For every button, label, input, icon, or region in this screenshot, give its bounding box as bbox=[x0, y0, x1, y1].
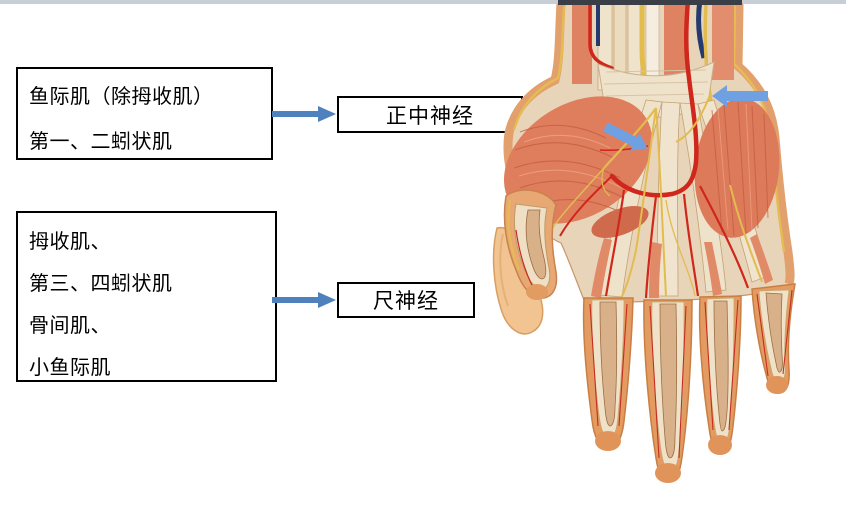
image-top-edge bbox=[558, 0, 742, 5]
muscle-label: 第一、二蚓状肌 bbox=[29, 131, 173, 153]
muscle-label: 鱼际肌（除拇收肌） bbox=[29, 86, 214, 108]
nerve-label: 正中神经 bbox=[386, 104, 474, 128]
window-top-bar bbox=[0, 0, 846, 4]
thumb bbox=[503, 189, 558, 300]
little-finger bbox=[751, 283, 796, 394]
index-finger bbox=[582, 297, 634, 451]
muscle-group-box-median: 鱼际肌（除拇收肌） 第一、二蚓状肌 bbox=[16, 67, 273, 160]
ulnar-pointer-arrow-icon bbox=[712, 85, 768, 107]
nerve-box-median: 正中神经 bbox=[337, 96, 523, 133]
middle-finger bbox=[643, 299, 693, 483]
ulnar-nerve-branches bbox=[675, 94, 763, 283]
muscle-label: 骨间肌、 bbox=[29, 315, 111, 337]
median-pointer-arrow-icon bbox=[603, 122, 648, 151]
ring-finger bbox=[698, 295, 742, 455]
ulnar-artery bbox=[609, 0, 699, 198]
nerve-label: 尺神经 bbox=[373, 290, 439, 313]
nerve-box-ulnar: 尺神经 bbox=[337, 282, 475, 318]
arrow-right-icon bbox=[272, 106, 336, 122]
muscle-label: 拇收肌、 bbox=[29, 231, 111, 253]
muscle-group-box-ulnar: 拇收肌、 第三、四蚓状肌 骨间肌、 小鱼际肌 bbox=[16, 211, 277, 382]
arrow-right-icon bbox=[272, 292, 336, 308]
hypothenar-muscle bbox=[694, 98, 780, 238]
hand-anatomy-illustration bbox=[492, 0, 796, 483]
muscle-label: 小鱼际肌 bbox=[29, 357, 111, 379]
muscle-label: 第三、四蚓状肌 bbox=[29, 273, 173, 295]
